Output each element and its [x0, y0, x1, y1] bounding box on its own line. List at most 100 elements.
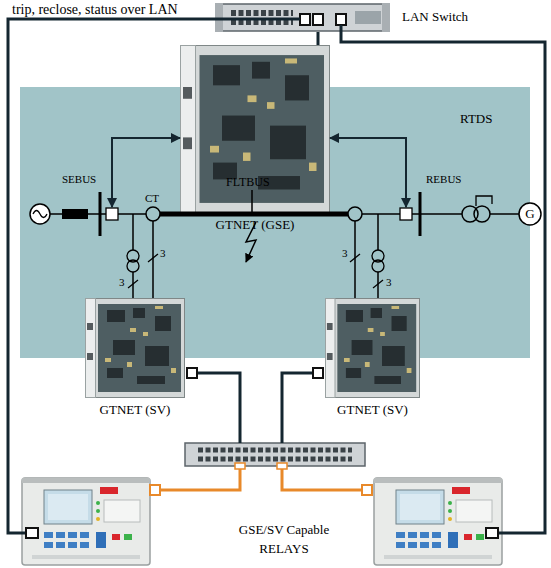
- card-chip: [222, 116, 255, 141]
- card-chip: [155, 316, 171, 331]
- phase-count: 3: [342, 246, 348, 260]
- card-pcb: [200, 55, 325, 203]
- card-chip: [352, 340, 373, 355]
- card-chip: [107, 310, 125, 322]
- node-label: LAN Switch: [402, 9, 468, 25]
- card-component: [392, 306, 400, 309]
- sv-cable: [197, 373, 240, 443]
- card-frame: [86, 299, 185, 398]
- phase-count: 3: [386, 275, 392, 289]
- card-connector: [87, 323, 93, 330]
- card-faceplate: [326, 299, 336, 398]
- bus-name: REBUS: [426, 172, 461, 186]
- card-component: [143, 332, 148, 336]
- node-label: RTDS: [460, 111, 492, 127]
- relay-fiber-port: [150, 485, 160, 495]
- card-connector: [183, 137, 192, 149]
- node-label: GTNET (GSE): [140, 217, 370, 233]
- card-component: [267, 102, 275, 109]
- ct-label: CT: [145, 191, 159, 205]
- card-connector: [183, 87, 192, 99]
- card-connector: [327, 323, 333, 330]
- card-chip: [374, 376, 401, 384]
- card-chip: [346, 368, 361, 378]
- switch-body: [216, 4, 389, 31]
- switch-bezel: [382, 3, 390, 32]
- node-label: GTNET (SV): [45, 402, 225, 418]
- card-chip: [113, 340, 135, 355]
- card-component: [407, 368, 412, 373]
- card-component: [171, 368, 176, 373]
- card-graphic: [325, 298, 420, 398]
- card-chip: [133, 308, 145, 318]
- card-component: [365, 362, 370, 367]
- relay-lan-port: [26, 528, 38, 538]
- card-chip: [137, 376, 165, 384]
- phase-count: 3: [160, 246, 166, 260]
- relay-switch: [185, 443, 365, 466]
- card-component: [243, 153, 251, 161]
- switch-uplink-port: [313, 14, 323, 25]
- switch-fiber-port: [235, 463, 245, 469]
- relay-lan-port: [486, 528, 498, 538]
- card-chip: [213, 65, 240, 85]
- switch-graphic: [215, 3, 390, 32]
- card-connector: [327, 353, 333, 360]
- gtnet-card: GTNET (SV): [85, 298, 185, 398]
- switch-bezel: [215, 3, 223, 32]
- fiber-cable: [160, 466, 240, 490]
- card-chip: [392, 316, 407, 331]
- switch-ports: [198, 457, 352, 462]
- link-annotation: trip, reclose, status over LAN: [12, 1, 178, 18]
- card-component: [127, 362, 132, 367]
- switch-uplink-port: [300, 14, 310, 25]
- gtnet-card: GTNET (SV): [325, 298, 420, 398]
- card-chip: [107, 368, 123, 378]
- card-frame: [181, 46, 330, 213]
- card-port: [187, 368, 197, 378]
- switch-fiber-port: [277, 463, 287, 469]
- switch-ports: [231, 19, 293, 25]
- card-graphic: [85, 298, 185, 398]
- card-faceplate: [181, 46, 196, 213]
- switch-ports: [198, 448, 352, 453]
- card-chip: [346, 310, 363, 322]
- card-chip: [252, 62, 270, 79]
- card-chip: [382, 346, 405, 366]
- card-pcb: [98, 304, 181, 392]
- card-component: [130, 328, 136, 332]
- node-label: GTNET (SV): [285, 402, 460, 418]
- phase-count: 3: [119, 275, 125, 289]
- generator-label: G: [522, 206, 538, 222]
- card-component: [155, 306, 163, 309]
- card-component: [368, 328, 374, 332]
- card-frame: [326, 299, 420, 398]
- card-component: [248, 95, 257, 102]
- card-component: [309, 163, 317, 171]
- card-faceplate: [86, 299, 96, 398]
- card-port: [313, 368, 323, 378]
- card-chip: [285, 75, 309, 100]
- lan-switch: LAN Switch: [215, 3, 390, 32]
- card-component: [105, 358, 111, 362]
- card-component: [285, 58, 297, 63]
- relay-fiber-port: [362, 485, 372, 495]
- switch-uplink-port: [336, 14, 346, 25]
- relay-device: [374, 478, 502, 565]
- card-chip: [371, 308, 382, 318]
- sv-cable: [282, 373, 313, 443]
- card-component: [380, 332, 385, 336]
- lan-cable: [317, 32, 320, 45]
- card-connector: [87, 353, 93, 360]
- switch-status-panel: [355, 11, 381, 24]
- relay-device: [22, 478, 150, 565]
- bus-name: SEBUS: [62, 172, 96, 186]
- card-pcb: [337, 304, 416, 392]
- fiber-cable: [282, 466, 362, 490]
- card-chip: [270, 126, 306, 160]
- card-component: [344, 358, 350, 362]
- bus-name: FLTBUS: [226, 175, 270, 190]
- card-chip: [145, 346, 169, 366]
- device-caption: GSE/SV Capable RELAYS: [230, 520, 338, 558]
